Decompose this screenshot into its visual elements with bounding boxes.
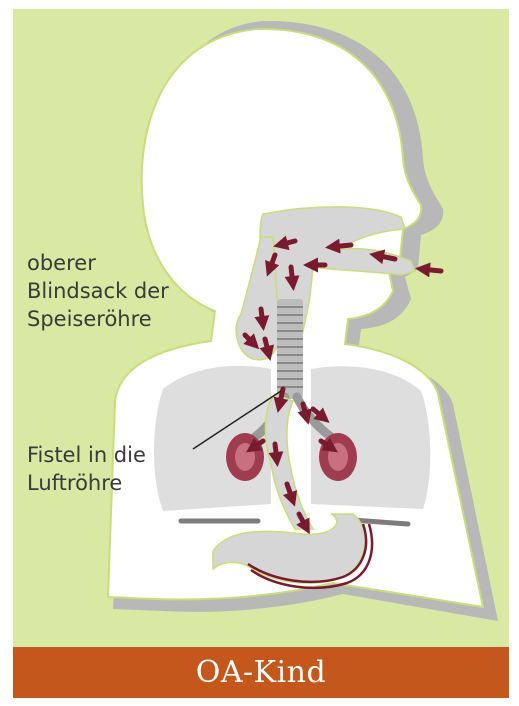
pouch-label-line-1: oberer: [27, 249, 169, 277]
fistula-label-line-2: Luftröhre: [27, 469, 146, 497]
footer-title: OA-Kind: [196, 655, 326, 690]
footer-banner: OA-Kind: [13, 647, 509, 698]
pouch-label-line-3: Speiseröhre: [27, 305, 169, 333]
fistula-label-line-1: Fistel in die: [27, 441, 146, 469]
trachea: [277, 299, 303, 399]
pouch-label-line-2: Blindsack der: [27, 277, 169, 305]
diagram-panel: oberer Blindsack der Speiseröhre Fistel …: [13, 9, 509, 647]
pouch-label: oberer Blindsack der Speiseröhre: [27, 249, 169, 333]
fistula-label: Fistel in die Luftröhre: [27, 441, 146, 497]
